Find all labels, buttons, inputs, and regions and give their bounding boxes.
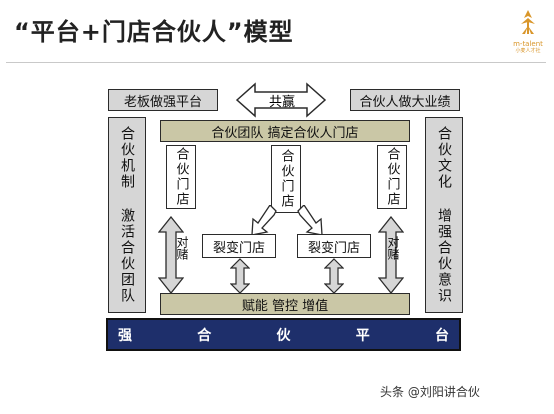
platform-char: 台	[435, 327, 449, 344]
split-store-right-label: 裂变门店	[307, 240, 360, 256]
platform-char: 合	[197, 327, 212, 344]
bet-right-label: 对赌	[386, 236, 400, 260]
enable-control-bar: 赋能 管控 增值	[160, 293, 410, 315]
strong-partner-platform-bar: 强 合 伙 平 台	[106, 318, 461, 351]
boss-platform-box: 老板做强平台	[108, 89, 218, 111]
split-store-right: 裂变门店	[297, 234, 371, 258]
watermark: 头条 @刘阳讲合伙	[380, 385, 480, 399]
split-right-updown-arrow	[324, 258, 344, 294]
brand-logo: m-talent 小麦人才社	[508, 6, 548, 58]
platform-char: 伙	[276, 327, 291, 344]
partner-store-right-label: 合伙门店	[384, 147, 400, 207]
partner-store-center: 合伙门店	[271, 145, 301, 213]
win-win-label: 共赢	[268, 95, 295, 110]
logo-subtext: 小麦人才社	[515, 48, 541, 54]
partner-team-header: 合伙团队 搞定合伙人门店	[160, 120, 410, 142]
boss-platform-label: 老板做强平台	[123, 94, 202, 110]
platform-char: 平	[355, 327, 370, 344]
win-win-double-arrow	[235, 82, 327, 118]
split-left-updown-arrow	[230, 258, 250, 294]
platform-char: 强	[118, 327, 132, 344]
partner-culture-label: 合伙文化 增强合伙意识	[436, 126, 452, 304]
partner-store-center-label: 合伙门店	[278, 149, 294, 209]
split-store-left: 裂变门店	[202, 234, 276, 258]
partner-mechanism-column: 合伙机制 激活合伙团队	[108, 117, 146, 313]
partner-store-right: 合伙门店	[377, 145, 407, 209]
logo-text: m-talent	[513, 40, 543, 48]
partner-performance-box: 合伙人做大业绩	[350, 89, 460, 111]
page-title: “平台+门店合伙人”模型	[14, 18, 294, 46]
partner-store-left: 合伙门店	[166, 145, 196, 209]
partner-store-left-label: 合伙门店	[173, 147, 189, 207]
logo-wheat-icon	[521, 10, 535, 34]
partner-mechanism-label: 合伙机制 激活合伙团队	[119, 126, 135, 304]
arrow-down-right-icon	[297, 205, 323, 236]
partner-performance-label: 合伙人做大业绩	[359, 94, 451, 110]
partner-culture-column: 合伙文化 增强合伙意识	[425, 117, 463, 313]
split-store-left-label: 裂变门店	[212, 240, 265, 256]
partner-team-label: 合伙团队 搞定合伙人门店	[211, 125, 359, 141]
arrow-down-left-icon	[251, 205, 277, 236]
title-divider	[6, 62, 546, 63]
enable-control-label: 赋能 管控 增值	[241, 298, 329, 314]
bet-left-label: 对赌	[175, 236, 189, 260]
